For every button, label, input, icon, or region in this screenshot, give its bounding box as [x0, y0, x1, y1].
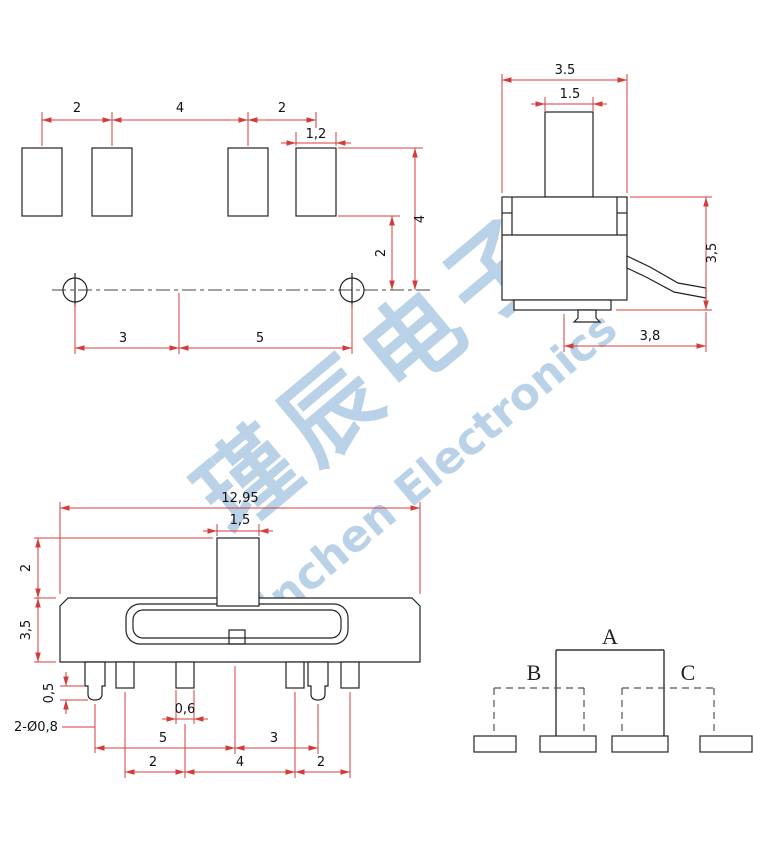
dim-label-hole-right: 5: [256, 331, 264, 346]
dim-label-pin-right: 2: [317, 755, 325, 770]
circuit-a-solid: [555, 649, 665, 736]
dim-label-height-outer: 4: [413, 215, 428, 223]
locating-peg-right: [307, 661, 329, 701]
schematic-label-c: C: [681, 660, 696, 685]
solder-pad-3: [227, 147, 269, 217]
dim-label-total-width: 12,95: [221, 491, 258, 506]
dim-label-pitch-mid: 4: [176, 101, 184, 116]
side-height-dimension: 3,5: [616, 196, 720, 311]
front-actuator-dimension: 1,5: [203, 513, 273, 536]
dim-label-terminal-reach: 3,8: [640, 329, 661, 344]
peg-hole-callout: 2-Ø0,8: [14, 704, 96, 753]
front-left-dimensions: 2 3,5: [19, 537, 213, 663]
terminal-pin-4: [340, 661, 360, 689]
side-bottom-dimension: 3,8: [563, 312, 707, 352]
front-view: 12,95 1,5: [14, 491, 421, 778]
schematic-terminal-3: [611, 735, 669, 753]
side-top-dimension: 3.5: [501, 63, 628, 193]
dim-label-height-inner: 2: [374, 249, 389, 257]
dim-label-peg-right: 3: [270, 731, 278, 746]
dim-label-body-height-front: 3,5: [19, 620, 34, 641]
dim-label-actuator-width-side: 1.5: [560, 87, 581, 102]
dim-label-actuator-width-front: 1,5: [230, 513, 251, 528]
switch-body-side: [501, 196, 628, 311]
peg-height-dimension: 0,5: [42, 672, 88, 714]
dim-label-body-width: 3.5: [555, 63, 576, 78]
slot-notch: [228, 629, 246, 645]
front-width-dimension: 12,95: [59, 491, 421, 594]
dim-label-peg-height: 0,5: [42, 683, 57, 704]
dim-label-pin-left: 2: [149, 755, 157, 770]
dim-label-pitch-left: 2: [73, 101, 81, 116]
front-peg-dimensions: 5 3: [95, 666, 319, 754]
locating-hole-left: [62, 273, 88, 307]
footprint-bottom-dimensions: 3 5: [74, 293, 353, 354]
schematic-terminal-1: [473, 735, 517, 753]
footprint-view: 2 4 2 1,2 4 2 3 5: [21, 101, 432, 354]
front-pin-pitch-dimensions: 2 4 2: [124, 692, 351, 778]
dim-label-actuator-height: 2: [19, 564, 34, 572]
dim-label-pin-width: 0,6: [175, 702, 196, 717]
locating-hole-right: [339, 273, 365, 307]
footprint-pad-width-dimension: 1,2: [281, 127, 351, 146]
solder-pad-4: [295, 147, 337, 217]
dim-label-pitch-right: 2: [278, 101, 286, 116]
dim-label-peg-holes: 2-Ø0,8: [14, 720, 58, 735]
solder-pad-2: [91, 147, 133, 217]
schematic-view: A B C: [473, 624, 753, 753]
bent-terminal-lever: [626, 255, 707, 299]
circuit-b-dashed: [493, 687, 585, 736]
base-plate: [513, 299, 612, 311]
actuator-side: [544, 111, 594, 198]
terminal-pin-1: [115, 661, 135, 689]
terminal-pin-2: [175, 661, 195, 689]
dim-label-body-height-side: 3,5: [705, 243, 720, 264]
side-actuator-dimension: 1.5: [531, 87, 607, 111]
locating-peg-left: [84, 661, 106, 701]
pin-width-dimension: 0,6: [162, 690, 208, 724]
schematic-label-a: A: [602, 624, 618, 649]
side-view: 3.5 1.5 3,5: [501, 63, 720, 352]
footprint-top-dimension: 2 4 2: [41, 101, 317, 146]
actuator-front: [216, 537, 260, 607]
dim-label-pin-mid: 4: [236, 755, 244, 770]
circuit-c-dashed: [621, 687, 715, 736]
schematic-terminal-2: [539, 735, 597, 753]
schematic-terminal-4: [699, 735, 753, 753]
bottom-pin-side: [572, 309, 602, 323]
solder-pad-1: [21, 147, 63, 217]
footprint-right-dimensions: 4 2: [338, 147, 428, 290]
dim-label-hole-left: 3: [119, 331, 127, 346]
dim-label-pad-width: 1,2: [306, 127, 327, 142]
schematic-label-b: B: [527, 660, 542, 685]
switch-body-front: [59, 537, 421, 701]
terminal-pin-3: [285, 661, 305, 689]
dim-label-peg-left: 5: [159, 731, 167, 746]
